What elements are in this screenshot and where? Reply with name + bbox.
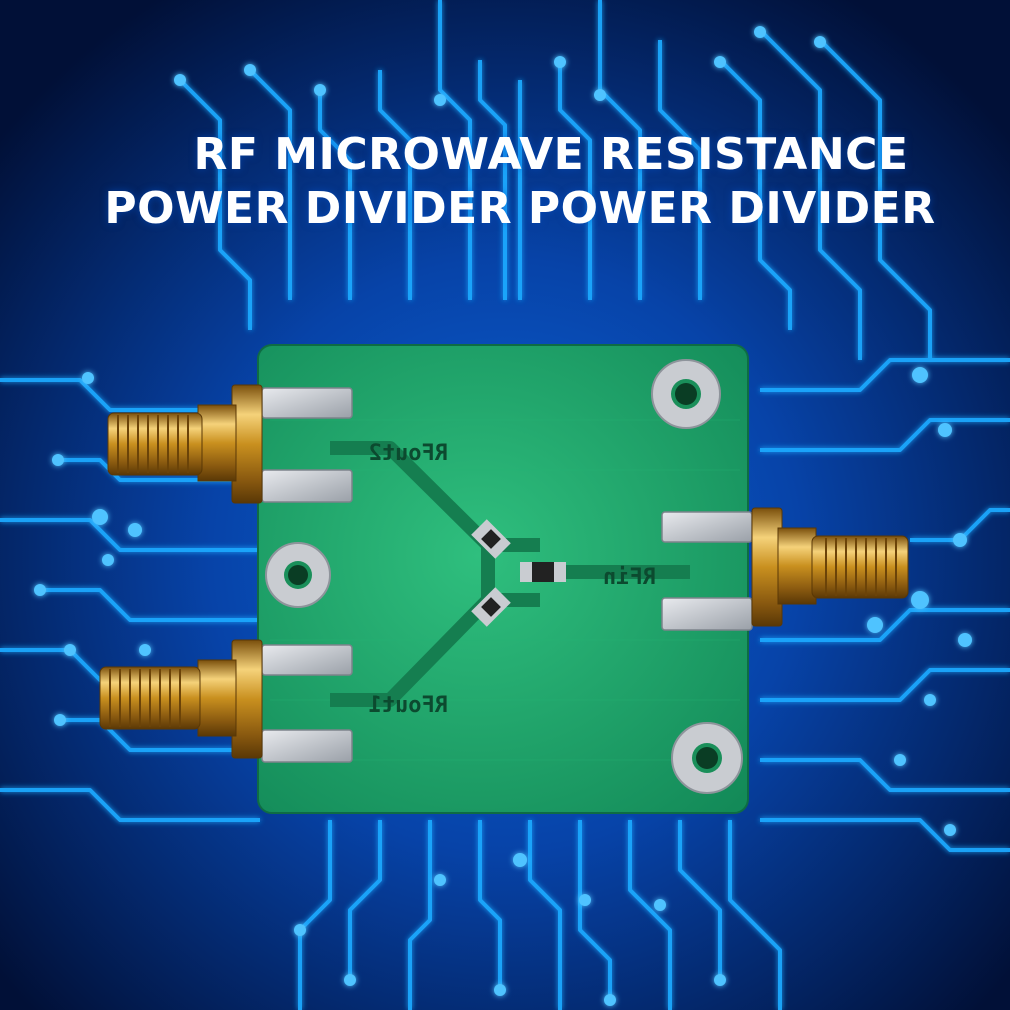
label-rfout2: RFout2 [369,441,448,466]
sma-connector-icon [99,639,263,759]
mounting-hole-icon [265,542,331,608]
mounting-hole-icon [651,359,721,429]
pcb-board: RFout2 RFout1 RFin [257,344,753,814]
circuit-nodes [34,26,972,1006]
title-line-1: RF MICROWAVE RESISTANCE [193,129,909,180]
sma-connector-icon [107,384,263,504]
label-rfout1: RFout1 [369,693,448,718]
smd-resistor-icon [520,562,566,582]
sma-connector-icon [751,507,909,627]
product-title: RF MICROWAVE RESISTANCE POWER DIVIDER PO… [0,128,1010,236]
smd-resistor-icon [471,519,511,559]
label-rfin: RFin [603,565,656,590]
smd-resistor-icon [471,587,511,627]
mounting-hole-icon [671,722,743,794]
title-line-2: POWER DIVIDER POWER DIVIDER [104,183,936,234]
